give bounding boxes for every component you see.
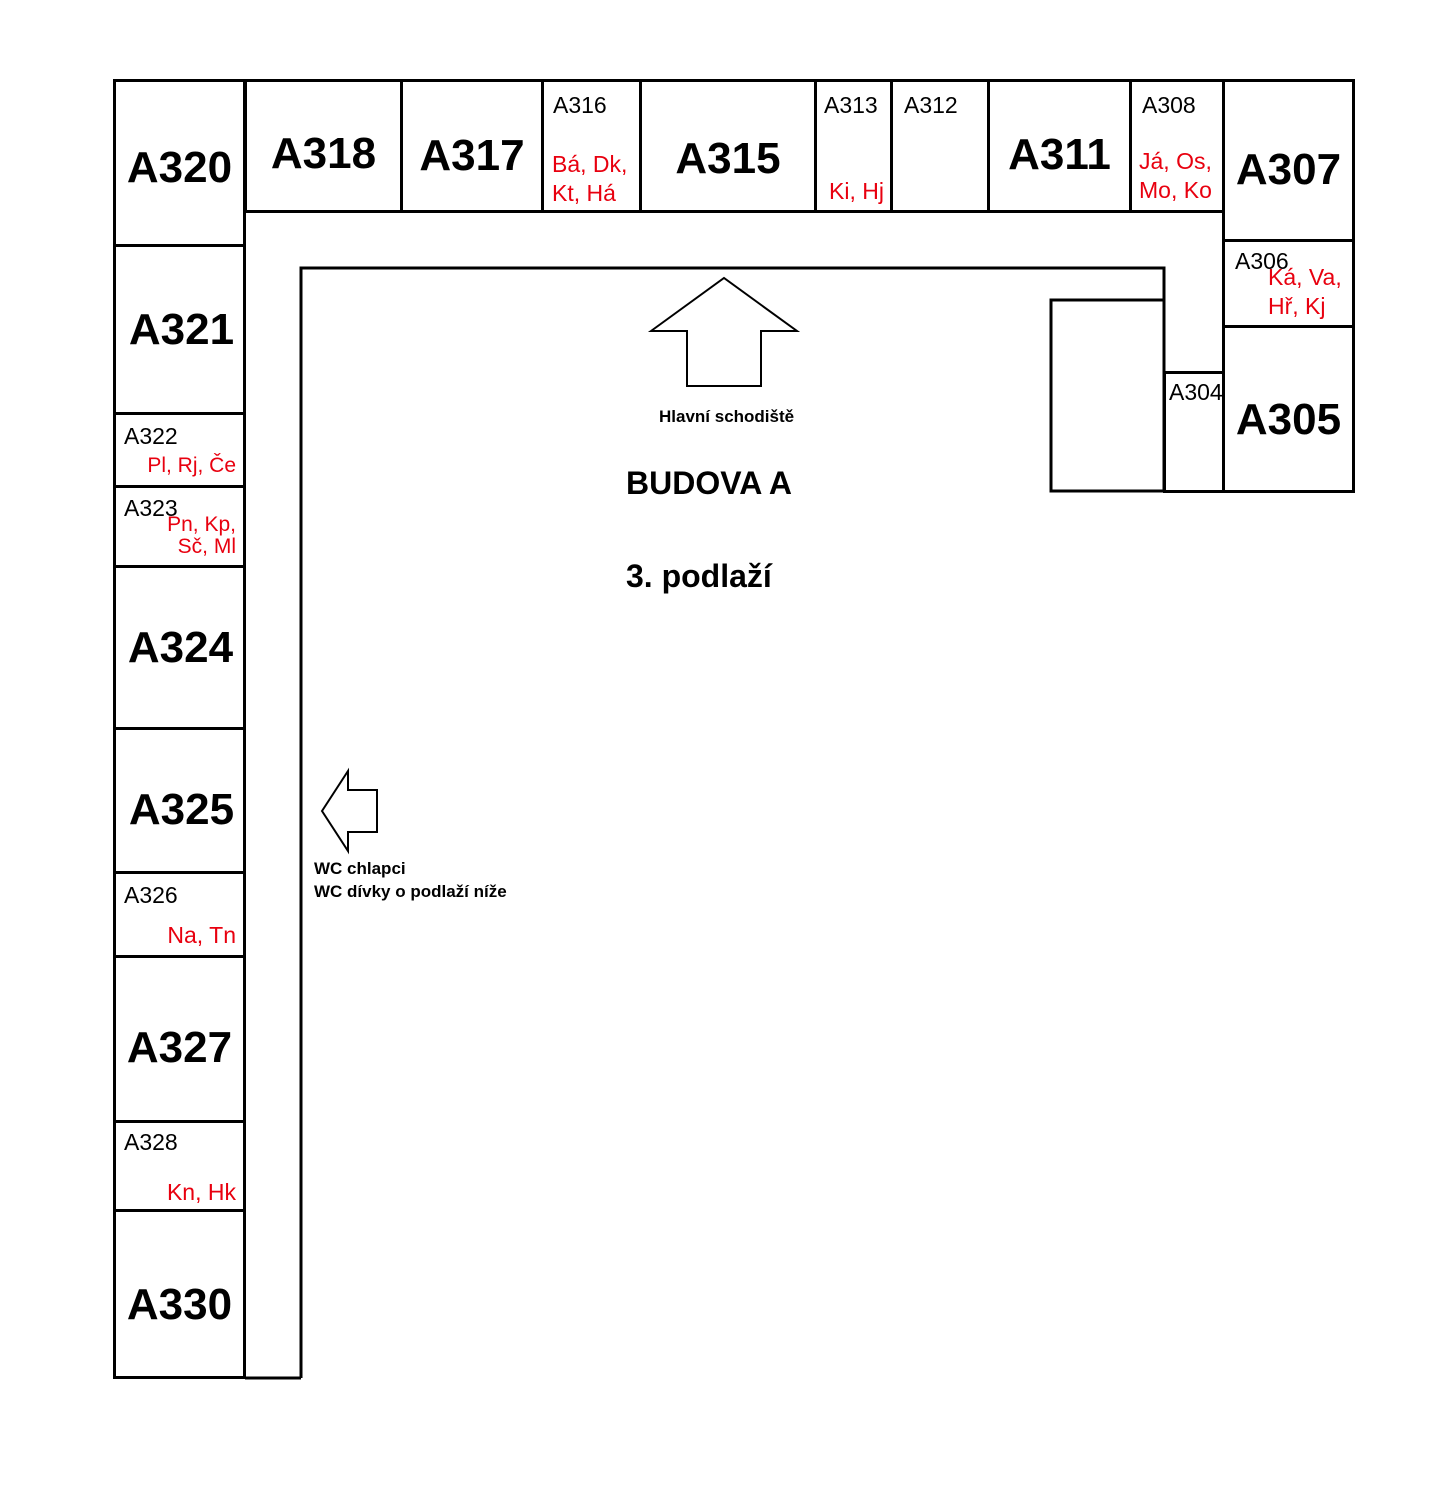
room-number: A318 [270, 129, 377, 178]
room-occupants: Ká, Va, Hř, Kj [1268, 264, 1342, 319]
room-number: A320 [126, 143, 233, 192]
room-a313[interactable]: A313 Ki, Hj [814, 79, 893, 213]
building-title: BUDOVA A [626, 465, 792, 501]
room-occupants: Pn, Kp, Sč, Ml [167, 513, 236, 558]
room-number: A313 [824, 92, 878, 118]
room-number: A306 [1235, 248, 1289, 274]
room-a326[interactable]: A326 Na, Tn [113, 871, 246, 958]
room-a328[interactable]: A328 Kn, Hk [113, 1120, 246, 1212]
room-a327[interactable]: A327 [113, 955, 246, 1123]
room-number: A305 [1235, 395, 1342, 444]
room-number: A327 [126, 1023, 233, 1072]
stairs-arrow-icon [647, 276, 801, 387]
room-a317[interactable]: A317 [400, 79, 544, 213]
room-a316[interactable]: A316 Bá, Dk, Kt, Há [541, 79, 642, 213]
room-a311[interactable]: A311 [987, 79, 1132, 213]
room-number: A308 [1142, 92, 1196, 118]
room-a312[interactable]: A312 [890, 79, 990, 213]
room-a304[interactable]: A304 [1163, 371, 1225, 493]
room-a325[interactable]: A325 [113, 727, 246, 874]
wc-label-boys: WC chlapci [314, 859, 406, 878]
room-number: A325 [128, 785, 235, 834]
room-occupants: Já, Os, Mo, Ko [1139, 148, 1212, 203]
wc-label-girls: WC dívky o podlaží níže [314, 882, 507, 901]
stairs-label: Hlavní schodiště [659, 407, 795, 426]
room-a315[interactable]: A315 [639, 79, 817, 213]
room-occupants: Na, Tn [167, 922, 236, 948]
room-number: A330 [126, 1280, 233, 1329]
room-number: A326 [124, 882, 178, 908]
room-number: A307 [1235, 145, 1342, 194]
stairwell-block [1049, 298, 1166, 493]
room-number: A315 [675, 134, 781, 183]
room-a322[interactable]: A322 Pl, Rj, Če [113, 412, 246, 488]
room-number: A323 [124, 495, 178, 521]
room-a306[interactable]: A306 Ká, Va, Hř, Kj [1222, 239, 1355, 328]
room-a305[interactable]: A305 [1222, 325, 1355, 493]
room-a324[interactable]: A324 [113, 565, 246, 730]
room-number: A316 [553, 92, 607, 118]
room-number: A322 [124, 423, 178, 449]
room-number: A304 [1169, 379, 1223, 405]
room-number: A311 [1008, 130, 1111, 179]
corridor-inner-wall [299, 266, 1166, 1378]
room-occupants: Pl, Rj, Če [147, 454, 236, 477]
room-a330[interactable]: A330 [113, 1209, 246, 1379]
room-occupants: Bá, Dk, Kt, Há [552, 151, 628, 206]
room-number: A321 [128, 305, 235, 354]
room-number: A312 [904, 92, 958, 118]
floor-label: 3. podlaží [626, 558, 772, 594]
room-number: A324 [127, 623, 234, 672]
room-number: A328 [124, 1129, 178, 1155]
wc-arrow-icon [320, 767, 378, 855]
room-occupants: Ki, Hj [829, 178, 884, 204]
room-number: A317 [419, 131, 525, 180]
room-a307[interactable]: A307 [1222, 79, 1355, 242]
room-a321[interactable]: A321 [113, 244, 246, 415]
room-a318[interactable]: A318 [244, 79, 403, 213]
room-a308[interactable]: A308 Já, Os, Mo, Ko [1129, 79, 1225, 213]
room-a323[interactable]: A323 Pn, Kp, Sč, Ml [113, 485, 246, 568]
room-occupants: Kn, Hk [166, 1179, 236, 1205]
room-a320[interactable]: A320 [113, 79, 246, 247]
